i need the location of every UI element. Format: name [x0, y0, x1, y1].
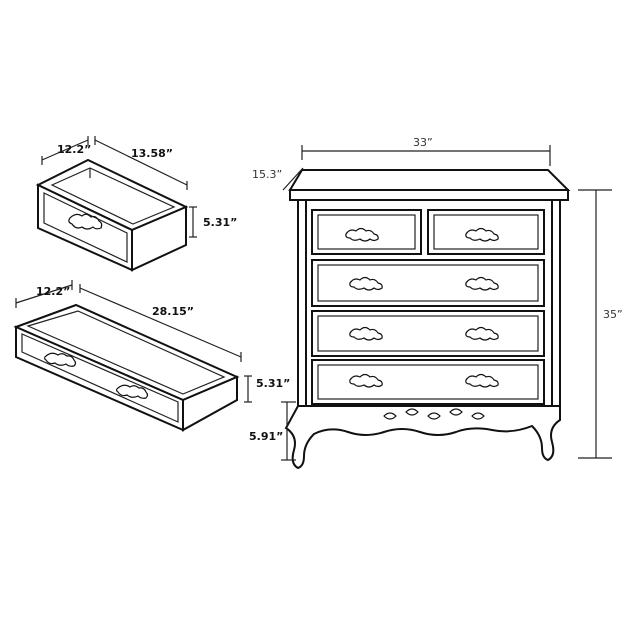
drawer-handle-icon [465, 373, 499, 388]
small-drawer-dimensions: 12.2” 13.58” 5.31” [41, 136, 237, 238]
small-drawer-width-label: 13.58” [131, 147, 173, 160]
drawer-handle-icon [349, 276, 383, 291]
chest-handles [345, 227, 499, 388]
long-drawer-depth-label: 12.2” [36, 285, 70, 298]
chest-height-label: 35” [603, 308, 623, 321]
small-drawer-illustration [35, 158, 189, 272]
chest-width-label: 33” [413, 136, 433, 149]
long-drawer-right-handle-icon [115, 384, 149, 399]
chest-depth-label: 15.3” [252, 168, 282, 181]
chest-apron-and-legs [284, 405, 561, 470]
drawer-handle-icon [345, 227, 379, 242]
long-drawer-width-label: 28.15” [152, 305, 194, 318]
drawer-handle-icon [349, 326, 383, 341]
chest-dimensions: 33” 15.3” 35” 5.91” [249, 136, 623, 461]
small-drawer-height-label: 5.31” [203, 216, 237, 229]
drawer-handle-icon [465, 276, 499, 291]
small-drawer-handle-icon [68, 213, 103, 230]
drawer-handle-icon [465, 326, 499, 341]
long-drawer-dimensions: 12.2” 28.15” 5.31” [15, 280, 290, 403]
chest-leg-height-label: 5.91” [249, 430, 283, 443]
long-drawer-illustration [13, 303, 240, 432]
long-drawer-left-handle-icon [43, 352, 77, 367]
drawer-handle-icon [465, 227, 499, 242]
long-drawer-height-label: 5.31” [256, 377, 290, 390]
drawer-handle-icon [349, 373, 383, 388]
chest-illustration [284, 169, 571, 470]
small-drawer-depth-label: 12.2” [57, 143, 91, 156]
